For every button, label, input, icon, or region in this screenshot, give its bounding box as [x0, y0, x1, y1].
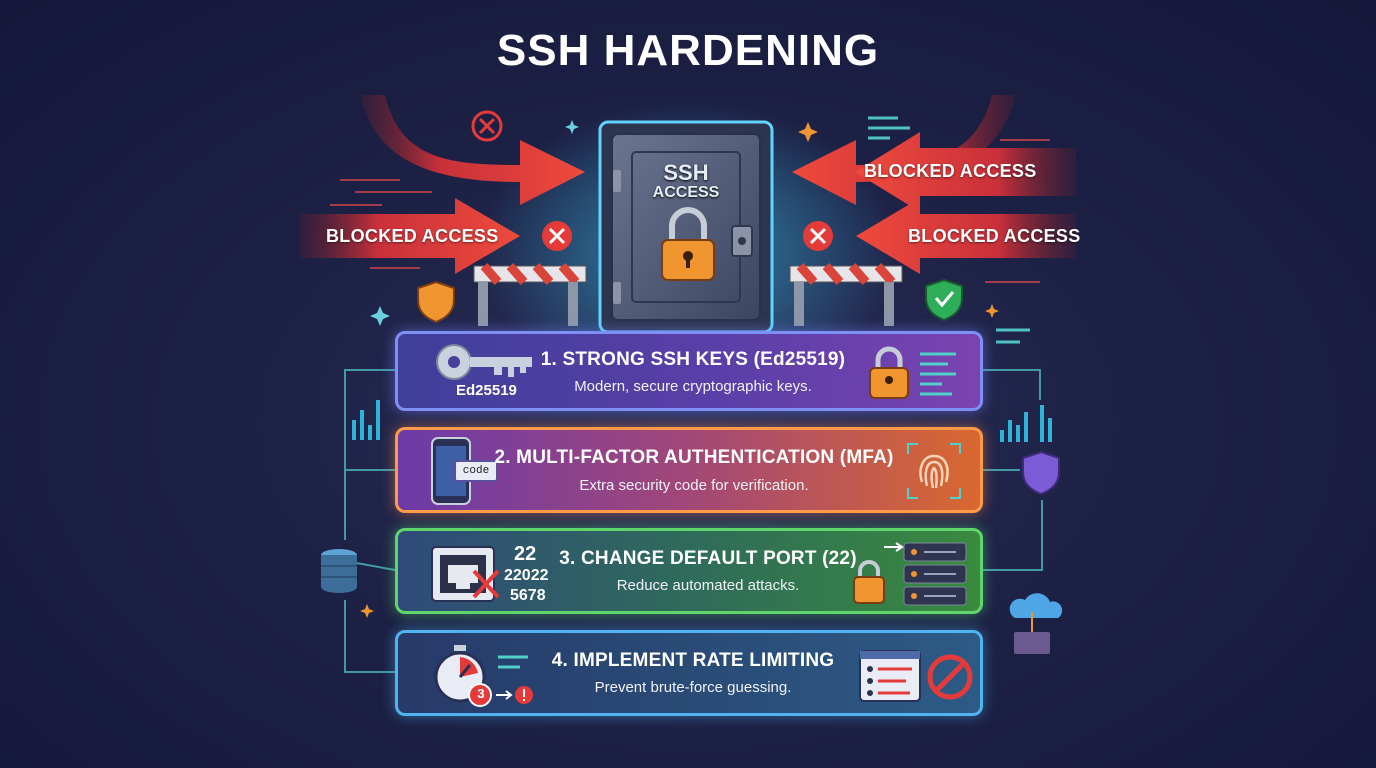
shield-icon	[1022, 450, 1060, 496]
padlock-icon	[661, 207, 715, 281]
attempt-count-badge: 3	[477, 686, 485, 701]
stopwatch-icon	[434, 645, 533, 707]
code-lines-icon	[868, 116, 1030, 344]
step-title: 4. IMPLEMENT RATE LIMITING	[551, 650, 835, 671]
step-description: Prevent brute-force guessing.	[594, 679, 792, 696]
step-card-ssh-keys: Ed25519 1. STRONG SSH KEYS (Ed25519) Mod…	[395, 331, 983, 411]
shield-icon	[417, 280, 455, 324]
barrier-right	[789, 263, 903, 326]
deny-icon	[471, 110, 503, 142]
step-description: Modern, secure cryptographic keys.	[574, 378, 812, 395]
door-label-ssh: SSH	[663, 160, 709, 185]
blocked-access-label: BLOCKED ACCESS	[864, 161, 1037, 181]
server-rack-icon	[853, 542, 967, 606]
port-number-old: 22	[514, 543, 537, 565]
port-number-option: 22022	[504, 567, 549, 584]
blocked-access-label: BLOCKED ACCESS	[326, 226, 499, 246]
door-label-access: ACCESS	[652, 184, 720, 201]
padlock-icon	[869, 346, 956, 399]
blocked-arrow-right-top	[855, 132, 1076, 212]
deny-icon	[542, 221, 572, 251]
ethernet-port-icon	[431, 546, 500, 602]
step-description: Extra security code for verification.	[579, 477, 809, 494]
sparkle-icons	[370, 120, 579, 326]
barrier-left	[473, 263, 587, 326]
curved-arrow-top-left	[360, 95, 585, 205]
key-type-badge: Ed25519	[456, 382, 517, 399]
step-description: Reduce automated attacks.	[616, 577, 800, 594]
deny-icon	[803, 221, 833, 251]
bar-chart-icon	[1000, 405, 1052, 442]
curved-arrow-top-right	[792, 95, 1016, 205]
bar-chart-icon	[352, 400, 380, 440]
page-title: SSH HARDENING	[496, 26, 880, 75]
fingerprint-icon	[907, 443, 961, 499]
blocked-arrow-right-bottom	[856, 198, 1076, 274]
step-title: 3. CHANGE DEFAULT PORT (22)	[559, 548, 857, 569]
database-icon	[321, 549, 357, 593]
shield-check-icon	[925, 278, 963, 322]
access-log-blocked-icon	[859, 650, 973, 702]
port-number-option: 5678	[510, 587, 546, 604]
step-card-mfa: code 2. MULTI-FACTOR AUTHENTICATION (MFA…	[395, 427, 983, 513]
vault-door-icon	[598, 120, 774, 334]
step-card-default-port: 22 22022 5678 3. CHANGE DEFAULT PORT (22…	[395, 528, 983, 614]
sparkle-icons	[360, 122, 999, 618]
step-title: 2. MULTI-FACTOR AUTHENTICATION (MFA)	[494, 447, 894, 468]
speed-lines	[330, 139, 1050, 283]
step-card-rate-limiting: 3 4. IMPLEMENT RATE LIMITING Prevent bru…	[395, 630, 983, 716]
connector-lines	[339, 369, 1043, 673]
blocked-access-label: BLOCKED ACCESS	[908, 226, 1081, 246]
key-icon	[436, 344, 532, 380]
step-title: 1. STRONG SSH KEYS (Ed25519)	[540, 349, 846, 370]
blocked-arrow-left	[300, 198, 520, 274]
cloud-icon	[1009, 593, 1063, 654]
mfa-code-badge: code	[454, 460, 498, 482]
